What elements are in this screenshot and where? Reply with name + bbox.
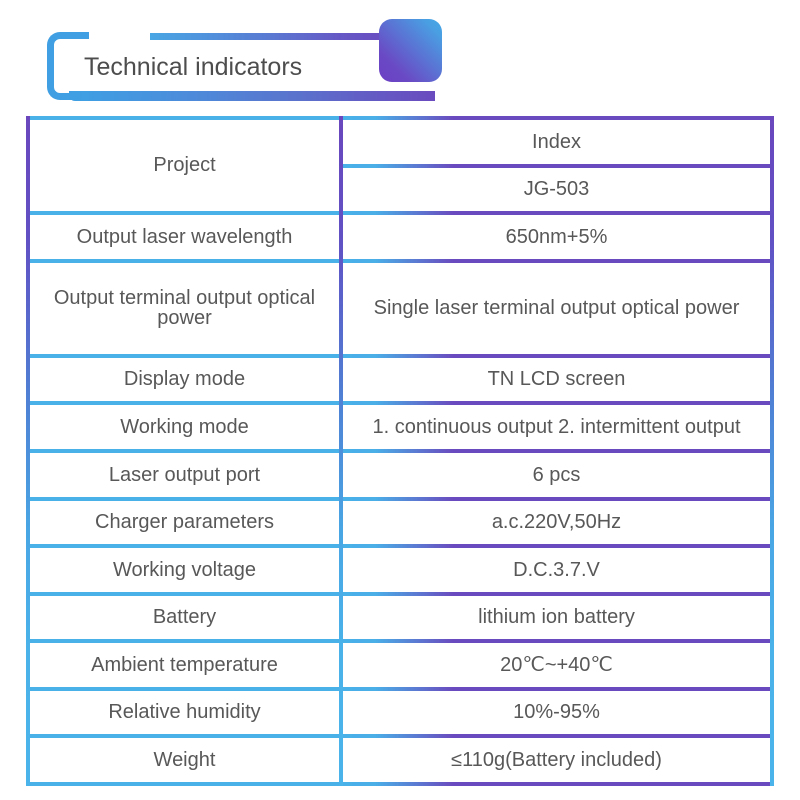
cell-label: Relative humidity [28, 688, 341, 737]
table-row: Working voltage D.C.3.7.V [28, 546, 772, 594]
table-row: Ambient temperature 20℃~+40℃ [28, 641, 772, 689]
specifications-table: Project Index JG-503 Output laser wavele… [28, 118, 772, 784]
table-row: Laser output port 6 pcs [28, 450, 772, 499]
header-banner: Technical indicators [0, 0, 800, 112]
table-row: Project Index [28, 118, 772, 214]
bracket-icon [47, 32, 89, 100]
cell-value: TN LCD screen [341, 355, 772, 404]
cell-value: 6 pcs [341, 450, 772, 499]
cell-label: Output laser wavelength [28, 213, 341, 261]
cell-label: Charger parameters [28, 498, 341, 547]
cell-value: ≤110g(Battery included) [341, 736, 772, 784]
cell-value: a.c.220V,50Hz [341, 498, 772, 547]
cell-label: Display mode [28, 355, 341, 404]
cell-value: D.C.3.7.V [341, 546, 772, 594]
table-row: Charger parameters a.c.220V,50Hz [28, 498, 772, 547]
cell-value: 1. continuous output 2. intermittent out… [341, 403, 772, 451]
cell-label: Weight [28, 736, 341, 784]
cell-label: Output terminal output optical power [28, 260, 341, 356]
header-bottom-bar-cap [69, 91, 85, 101]
cell-label: Working mode [28, 403, 341, 451]
cell-value: 20℃~+40℃ [341, 641, 772, 689]
page-title: Technical indicators [84, 53, 303, 81]
cell-model-value: JG-503 [341, 165, 772, 214]
cell-value: Single laser terminal output optical pow… [341, 260, 772, 356]
header-bottom-bar [78, 91, 435, 101]
table-row: Relative humidity 10%-95% [28, 688, 772, 737]
rounded-square-badge-icon [379, 19, 442, 82]
cell-label: Working voltage [28, 546, 341, 594]
table-row: Battery lithium ion battery [28, 593, 772, 642]
table-row: Weight ≤110g(Battery included) [28, 736, 772, 784]
cell-label: Ambient temperature [28, 641, 341, 689]
table-row: JG-503 [28, 165, 772, 214]
table-row: Display mode TN LCD screen [28, 355, 772, 404]
table-row: Output terminal output optical power Sin… [28, 260, 772, 356]
cell-project-label: Project [28, 118, 341, 214]
table-row: Output laser wavelength 650nm+5% [28, 213, 772, 261]
table-row: Working mode 1. continuous output 2. int… [28, 403, 772, 451]
cell-value: lithium ion battery [341, 593, 772, 642]
cell-value: 650nm+5% [341, 213, 772, 261]
cell-value: 10%-95% [341, 688, 772, 737]
header-top-bar [150, 33, 390, 40]
cell-label: Battery [28, 593, 341, 642]
cell-label: Laser output port [28, 450, 341, 499]
cell-index-header: Index [341, 118, 772, 166]
